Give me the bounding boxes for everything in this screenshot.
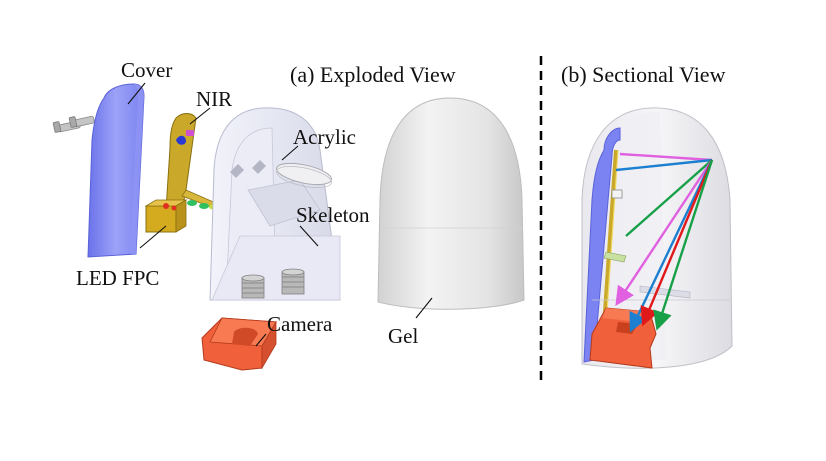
label-skeleton: Skeleton	[296, 203, 370, 227]
camera-part	[201, 317, 277, 371]
gel-part	[377, 97, 525, 310]
label-cover: Cover	[121, 58, 173, 82]
skeleton-part	[209, 107, 341, 301]
led-fpc-part	[144, 113, 219, 233]
label-gel: Gel	[388, 324, 419, 348]
label-led-fpc: LED FPC	[76, 266, 160, 290]
title-sectional-view: (b) Sectional View	[561, 62, 726, 87]
light-rays	[615, 152, 714, 333]
cover-part	[87, 83, 145, 258]
screws-part	[52, 115, 95, 133]
leader-lines	[127, 82, 433, 347]
label-camera: Camera	[267, 312, 333, 336]
acrylic-part	[276, 162, 332, 188]
title-exploded-view: (a) Exploded View	[290, 62, 456, 87]
sectional-view	[581, 107, 733, 369]
label-acrylic: Acrylic	[293, 125, 356, 149]
label-nir: NIR	[196, 87, 233, 111]
